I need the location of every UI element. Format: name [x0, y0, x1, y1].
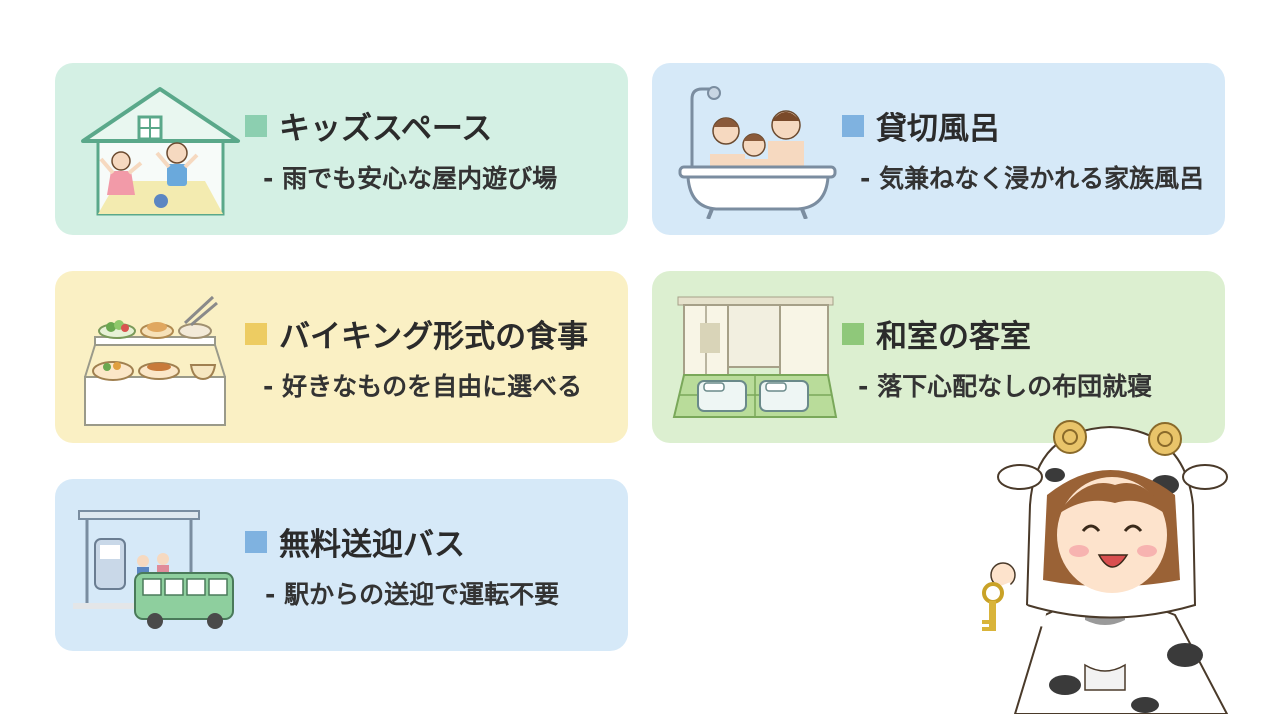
card-buffet-title: バイキング形式の食事 [245, 311, 588, 356]
cow-hood-girl-with-key-icon [982, 420, 1229, 714]
card-bath-desc: - 気兼ねなく浸かれる家族風呂 [860, 164, 1205, 193]
bullet-square-icon [245, 114, 267, 137]
card-kids-title: キッズスペース [245, 103, 492, 148]
bullet-square-icon [842, 322, 864, 345]
card-bus-desc: - 駅からの送迎で運転不要 [265, 580, 560, 609]
card-washi-title-text: 和室の客室 [876, 319, 1031, 355]
family-bath-icon [678, 86, 837, 219]
card-private-bath: 貸切風呂 - 気兼ねなく浸かれる家族風呂 [652, 63, 1225, 235]
card-buffet-desc: - 好きなものを自由に選べる [263, 372, 583, 401]
bullet-square-icon [245, 322, 267, 345]
card-bath-title-text: 貸切風呂 [876, 111, 1000, 147]
card-bus-title: 無料送迎バス [245, 519, 465, 564]
bullet-square-icon [842, 114, 864, 137]
shuttle-bus-icon [73, 510, 234, 629]
card-bus-title-text: 無料送迎バス [279, 527, 465, 563]
card-bath-title: 貸切風呂 [842, 103, 1000, 148]
japanese-room-icon [672, 296, 838, 418]
house-kids-icon [81, 87, 240, 216]
card-japanese-room: 和室の客室 - 落下心配なしの布団就寝 [652, 271, 1225, 443]
card-buffet-title-text: バイキング形式の食事 [279, 319, 589, 355]
card-kids-title-text: キッズスペース [279, 111, 493, 147]
card-washi-title: 和室の客室 [842, 311, 1031, 356]
card-shuttle-bus: 無料送迎バス - 駅からの送迎で運転不要 [55, 479, 628, 651]
buffet-icon [84, 295, 226, 426]
card-kids-desc: - 雨でも安心な屋内遊び場 [263, 164, 558, 193]
card-kids-space: キッズスペース - 雨でも安心な屋内遊び場 [55, 63, 628, 235]
card-washi-desc: - 落下心配なしの布団就寝 [858, 372, 1153, 401]
card-buffet: バイキング形式の食事 - 好きなものを自由に選べる [55, 271, 628, 443]
bullet-square-icon [245, 530, 267, 553]
